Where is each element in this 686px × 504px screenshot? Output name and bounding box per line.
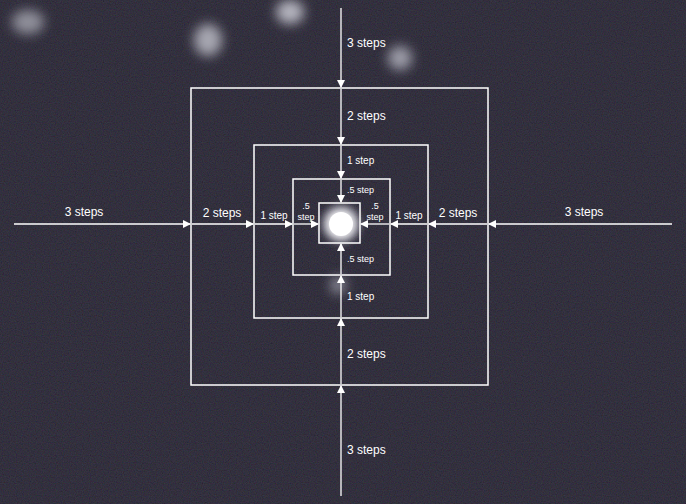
step-label: 3 steps [565,206,604,220]
step-label: .5 step [365,201,385,222]
step-label: .5 step [347,185,374,195]
step-label: 3 steps [347,444,386,458]
step-label: 1 step [347,155,374,167]
step-label: 1 step [395,210,422,222]
step-label: 3 steps [347,37,386,51]
step-label: 1 step [347,291,374,303]
step-label: 2 steps [439,207,478,221]
step-label: .5 step [347,254,374,264]
step-label: 2 steps [203,207,242,221]
step-label: .5 step [296,201,316,222]
step-label: 1 step [260,210,287,222]
step-label: 3 steps [65,206,104,220]
step-label: 2 steps [347,110,386,124]
step-label: 2 steps [347,348,386,362]
